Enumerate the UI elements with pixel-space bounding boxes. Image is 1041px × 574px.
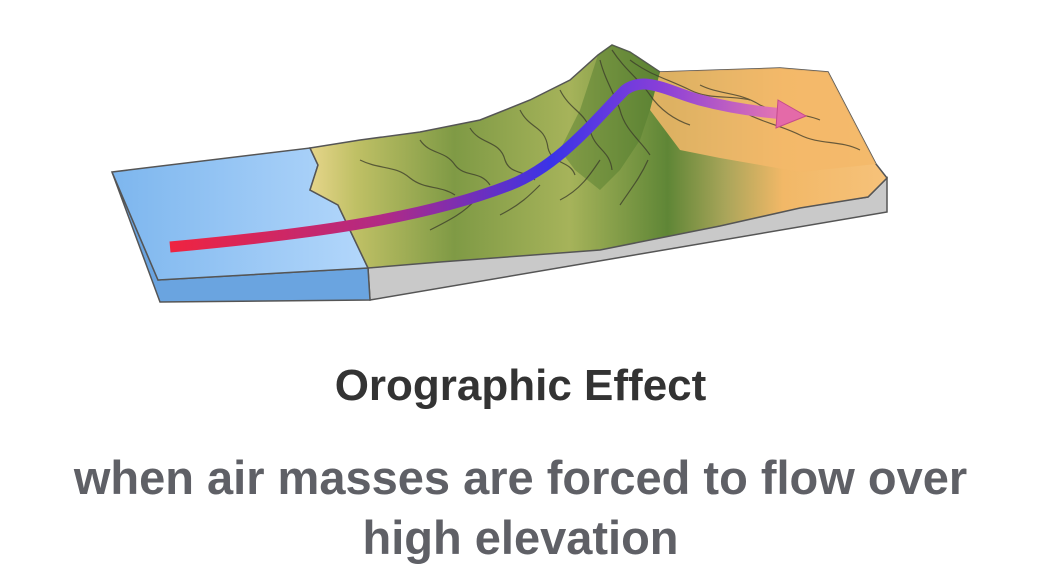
diagram-title: Orographic Effect [0, 360, 1041, 412]
diagram-description: when air masses are forced to flow over … [20, 448, 1021, 568]
orographic-effect-illustration [0, 0, 1041, 320]
